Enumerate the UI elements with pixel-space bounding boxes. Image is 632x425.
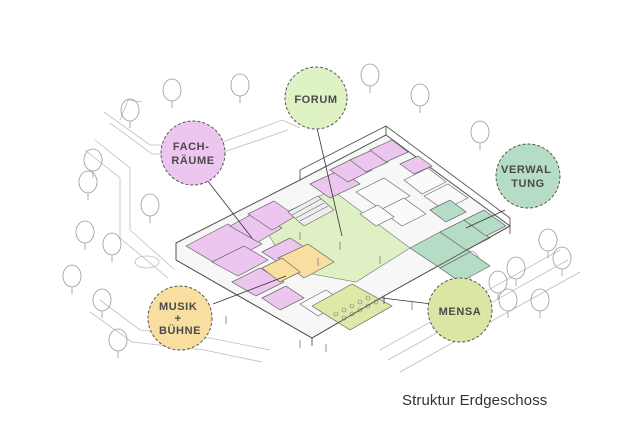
tree-icon: [62, 264, 82, 288]
zone-fachraeume-label-line2: RÄUME: [171, 154, 214, 167]
zone-musik-buehne: MUSIK + BÜHNE: [147, 285, 213, 351]
zone-musik-label-line2: +: [175, 313, 182, 325]
tree-icon: [506, 256, 526, 280]
tree-icon: [83, 148, 103, 172]
tree-icon: [410, 83, 430, 107]
zone-musik-label-line3: BÜHNE: [159, 324, 201, 337]
tree-icon: [140, 193, 160, 217]
zone-verwaltung-bubble: [495, 143, 561, 209]
tree-icon: [552, 246, 572, 270]
zone-verwaltung: VERWAL TUNG: [495, 143, 561, 209]
people: [225, 232, 413, 352]
svg-text:MUSIK + BÜHNE: MUSIK + BÜHNE: [159, 301, 201, 337]
tree-icon: [538, 228, 558, 252]
zone-musik-label-line1: MUSIK: [159, 301, 197, 313]
tree-icon: [78, 170, 98, 194]
leader-lines: [206, 127, 506, 305]
musik-rooms: [261, 243, 335, 283]
zone-mensa-bubble: [427, 277, 493, 343]
tree-icon: [75, 220, 95, 244]
tree-icon: [360, 63, 380, 87]
zone-verwaltung-label-line1: VERWAL: [501, 164, 551, 176]
tree-icon: [230, 73, 250, 97]
zone-musik-bubble: [147, 285, 213, 351]
zone-mensa-label: MENSA: [439, 306, 482, 318]
svg-text:MENSA: MENSA: [439, 306, 482, 318]
zone-fachraeume-bubble: [160, 120, 226, 186]
tree-icon: [498, 288, 518, 312]
tree-icon: [470, 120, 490, 144]
tree-icon: [530, 288, 550, 312]
verwaltung-rooms: [409, 199, 507, 283]
auditorium-steps: [287, 195, 335, 227]
svg-text:FACH- RÄUME: FACH- RÄUME: [171, 141, 214, 167]
tree-icon: [102, 232, 122, 256]
zone-forum: FORUM: [284, 66, 348, 130]
zone-forum-bubble: [284, 66, 348, 130]
zone-mensa: MENSA: [427, 277, 493, 343]
zone-fachraeume: FACH- RÄUME: [160, 120, 226, 186]
building: [175, 125, 511, 352]
tree-icon: [162, 78, 182, 102]
svg-text:FORUM: FORUM: [294, 94, 337, 106]
zone-verwaltung-label-line2: TUNG: [511, 178, 545, 190]
tree-outlines: [62, 63, 572, 358]
zone-fachraeume-label-line1: FACH-: [173, 141, 210, 153]
zone-forum-label: FORUM: [294, 94, 337, 106]
svg-text:VERWAL TUNG: VERWAL TUNG: [501, 164, 555, 190]
diagram-caption: Struktur Erdgeschoss: [402, 392, 548, 409]
walls: [175, 125, 511, 346]
tree-icon: [92, 288, 112, 312]
